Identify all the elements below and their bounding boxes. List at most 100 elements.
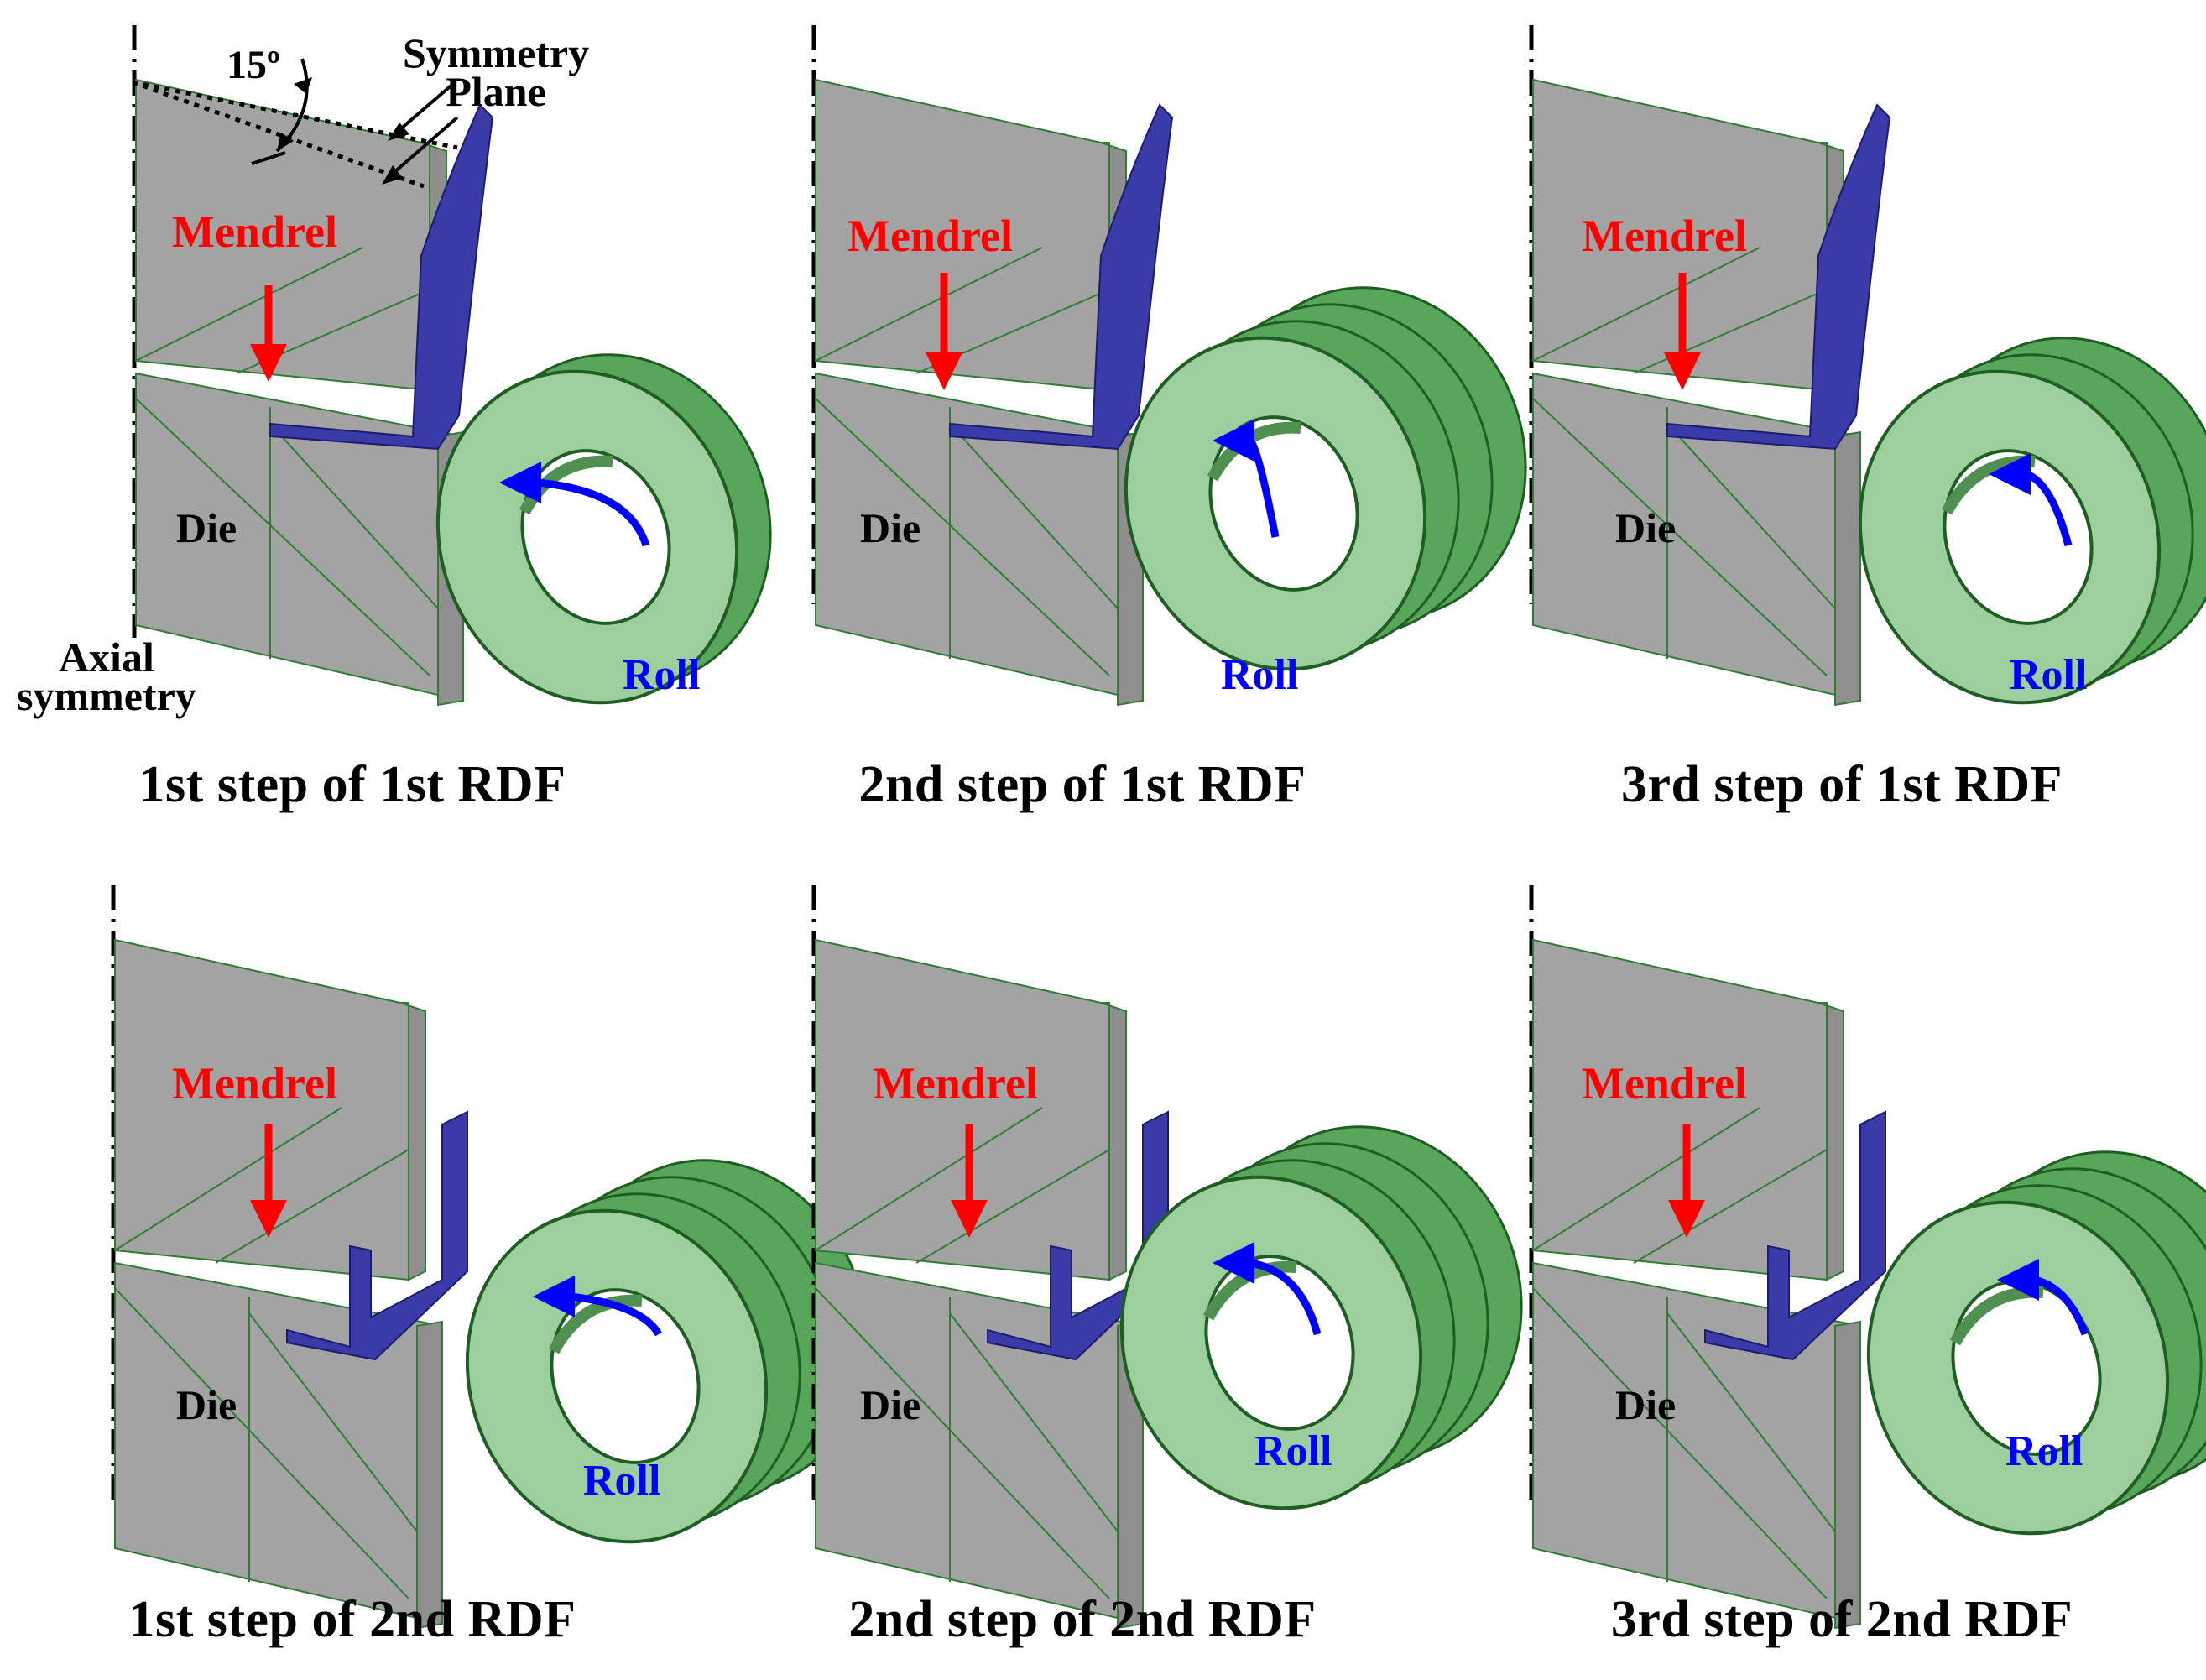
- mesh-line: [1532, 398, 1828, 676]
- mesh-line: [1666, 1312, 1836, 1532]
- mandrel-label: Mendrel: [172, 1058, 337, 1109]
- fe-model-2: [811, 25, 1527, 707]
- mesh-line: [915, 1149, 1110, 1264]
- roll-bore: [1943, 449, 2094, 625]
- panel-caption: 3rd step of 1st RDF: [1620, 756, 2063, 813]
- mandrel-arrow-head: [1668, 1200, 1705, 1238]
- panel-caption: 1st step of 1st RDF: [138, 756, 566, 813]
- panel-6: Mendrel Die Roll 3rd step of 2nd RDF: [1489, 839, 2206, 1678]
- mesh-line: [1633, 289, 1828, 374]
- mesh-line: [815, 1287, 1110, 1599]
- mesh-line: [1532, 247, 1760, 362]
- fe-model-4: [111, 885, 868, 1630]
- mandrel-label: Mendrel: [873, 1058, 1038, 1109]
- roll-arrow-head: [1989, 453, 2031, 495]
- mesh-line: [135, 247, 363, 362]
- fe-model-6: [1529, 885, 2206, 1630]
- mandrel-body: [114, 938, 409, 1281]
- panel-4: Mendrel Die Roll 1st step of 2nd RDF: [0, 839, 868, 1678]
- roll-label: Roll: [1221, 651, 1299, 699]
- roll-label: Roll: [1254, 1427, 1332, 1475]
- mesh-line: [248, 1312, 418, 1532]
- mesh-line: [949, 423, 1119, 609]
- fe-model-1: [132, 25, 772, 707]
- panel-caption: 1st step of 2nd RDF: [128, 1591, 576, 1648]
- fe-model-5: [811, 885, 1523, 1630]
- angle-tick: [251, 151, 286, 165]
- roll-arrow-head: [499, 462, 541, 503]
- mesh-line: [949, 1312, 1119, 1532]
- workpiece: [1704, 1110, 1886, 1361]
- panel-3: Mendrel Die Roll 3rd step of 1st RDF: [1489, 0, 2206, 839]
- panel-2: Mendrel Die Roll 2nd step of 1st RDF: [730, 0, 1527, 839]
- die-label: Die: [1615, 1381, 1677, 1428]
- workpiece: [286, 1110, 468, 1361]
- roll-bore: [550, 1288, 701, 1464]
- axial-symmetry-line-2: symmetry: [17, 672, 196, 719]
- roll-bore-inner: [519, 455, 613, 515]
- workpiece: [949, 103, 1174, 451]
- mesh-line: [269, 423, 439, 609]
- mandrel-body: [815, 938, 1110, 1281]
- mandrel-arrow-head: [250, 344, 287, 382]
- roll-arrow-shaft: [2033, 1276, 2089, 1336]
- angle-arrow-head-bottom: [277, 133, 294, 151]
- mesh-line: [114, 1107, 342, 1251]
- roll-arrow-head: [1997, 1259, 2039, 1301]
- axial-symmetry-label: Axial symmetry: [17, 634, 196, 719]
- axial-symmetry-line-1: Axial: [58, 634, 154, 681]
- die-label: Die: [860, 504, 921, 551]
- roll-label: Roll: [583, 1457, 661, 1505]
- die-label: Die: [176, 504, 237, 551]
- workpiece: [1666, 103, 1891, 451]
- panel-caption: 2nd step of 2nd RDF: [848, 1591, 1317, 1648]
- roll-label: Roll: [2010, 651, 2088, 699]
- die-label: Die: [860, 1381, 921, 1428]
- symmetry-plane-line-2: Plane: [446, 68, 546, 115]
- symmetry-dotted-line-bottom: [132, 80, 425, 189]
- mesh-line: [215, 1149, 409, 1264]
- mesh-line: [1532, 1287, 1828, 1599]
- fe-model-3: [1529, 25, 2206, 707]
- roll-arrow-head: [1213, 1242, 1254, 1284]
- roll-arrow-head: [1213, 420, 1254, 462]
- mesh-line: [815, 1107, 1043, 1251]
- panel-5: Mendrel Die Roll 2nd step of 2nd RDF: [730, 839, 1523, 1678]
- mesh-line: [1633, 1149, 1828, 1264]
- symmetry-pointer-1-head: [388, 123, 409, 141]
- roll-arrow-shaft: [570, 1292, 662, 1337]
- symmetry-dotted-line-top: [132, 80, 458, 150]
- roll-bore: [1951, 1280, 2102, 1456]
- mandrel-label: Mendrel: [1582, 211, 1747, 261]
- mandrel-side: [1817, 1002, 1844, 1281]
- die-label: Die: [176, 1381, 237, 1428]
- mesh-line: [815, 247, 1043, 362]
- symmetry-pointer-1: [393, 82, 455, 136]
- roll-arrow-shaft: [536, 478, 650, 547]
- mesh-line: [1666, 423, 1836, 609]
- mesh-line: [815, 398, 1110, 676]
- roll-bore-inner: [548, 1294, 643, 1354]
- symmetry-plane-line-1: Symmetry: [403, 29, 590, 76]
- mesh-line: [114, 1287, 409, 1599]
- symmetry-pointer-2-head: [382, 165, 403, 185]
- roll-arrow-shaft: [1249, 1259, 1322, 1336]
- mesh-line: [1532, 1107, 1760, 1251]
- die-side: [416, 1320, 443, 1630]
- roll-arrow-shaft: [2025, 470, 2073, 547]
- symmetry-plane-label: Symmetry Plane: [403, 29, 590, 115]
- mandrel-side: [1100, 1002, 1127, 1281]
- angle-label: 15º: [227, 43, 280, 87]
- roll-bore: [520, 449, 671, 625]
- mandrel-label: Mendrel: [1582, 1058, 1747, 1109]
- mesh-line: [135, 398, 430, 676]
- mandrel-arrow-head: [951, 1200, 988, 1238]
- roll-label: Roll: [623, 651, 701, 699]
- mandrel-arrow-head: [926, 352, 962, 390]
- die-side: [1834, 1320, 1861, 1630]
- mandrel-label: Mendrel: [172, 206, 337, 257]
- roll-label: Roll: [2005, 1427, 2083, 1475]
- panel-caption: 3rd step of 2nd RDF: [1610, 1591, 2073, 1648]
- panel-caption: 2nd step of 1st RDF: [858, 756, 1306, 813]
